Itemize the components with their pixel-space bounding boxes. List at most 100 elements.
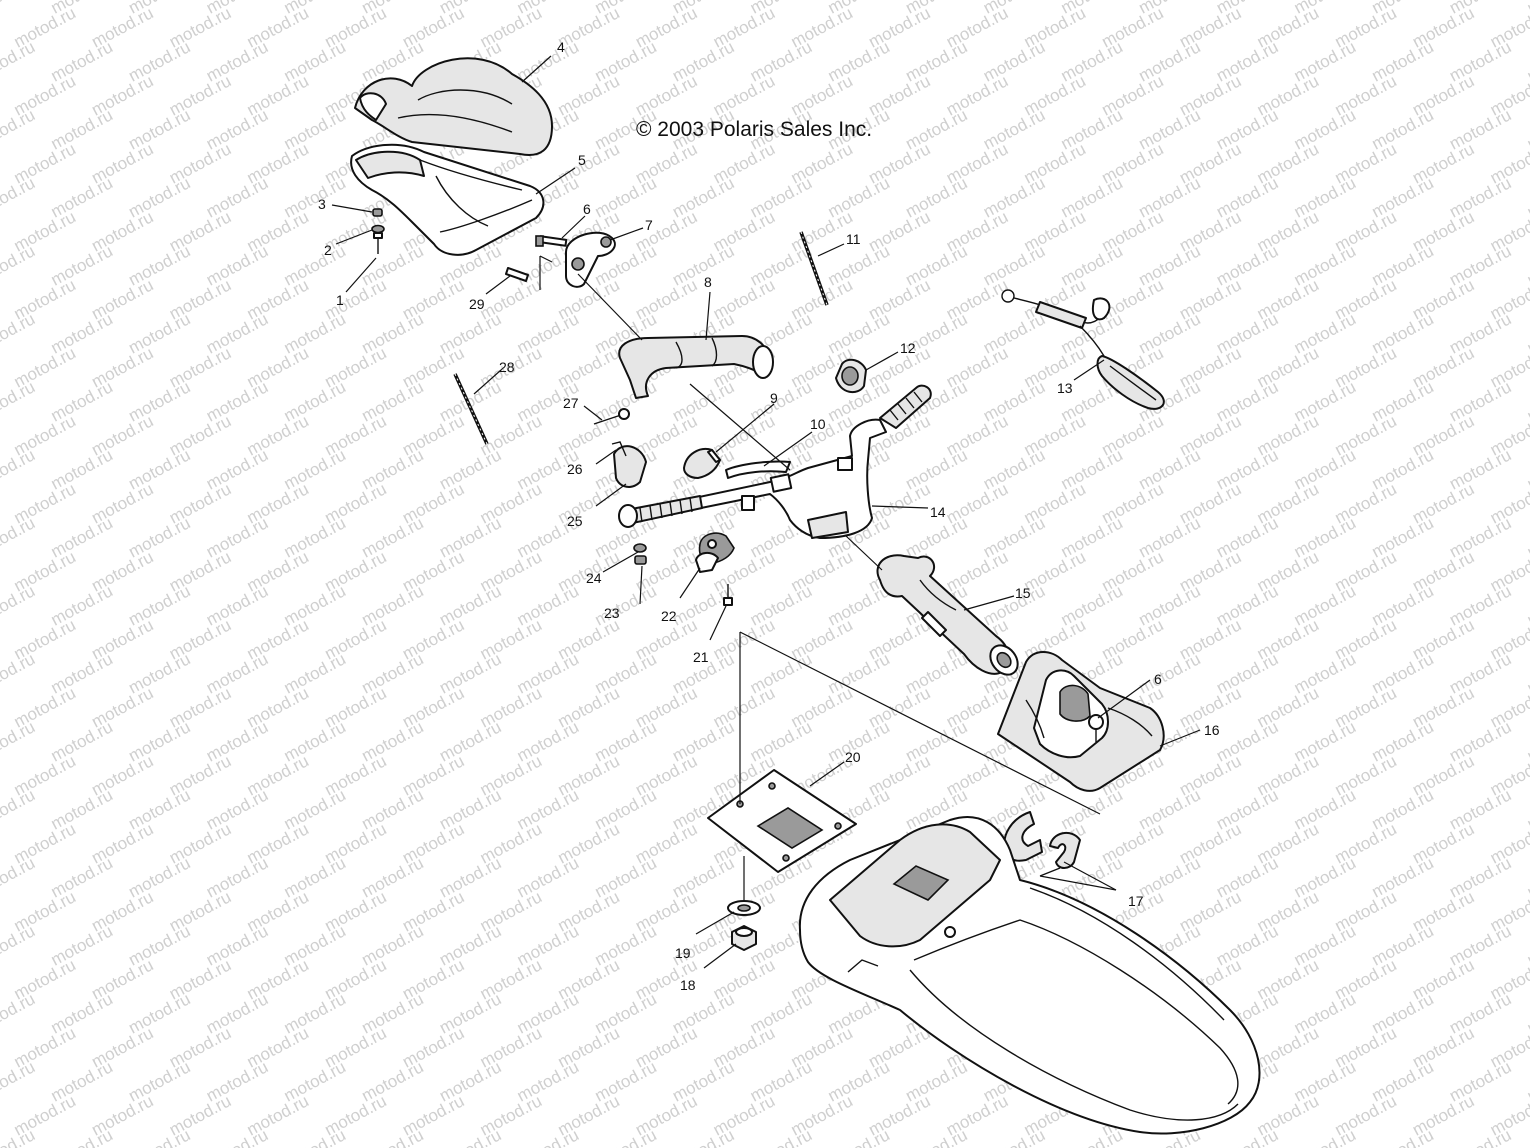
watermark-text: motod.ru <box>203 1125 271 1148</box>
callout-6-lower: 6 <box>1154 671 1162 687</box>
callout-14: 14 <box>930 504 946 520</box>
watermark-text: motod.ru <box>1524 921 1530 969</box>
watermark-text: motod.ru <box>1524 445 1530 493</box>
watermark-text: motod.ru <box>0 683 1 731</box>
watermark-text: motod.ru <box>0 751 1 799</box>
part-22-switch-housing <box>695 532 735 573</box>
callout-1: 1 <box>336 292 344 308</box>
watermark-text: motod.ru <box>747 1125 815 1148</box>
watermark-text: motod.ru <box>0 105 38 153</box>
part-11-cable <box>799 231 829 306</box>
watermark-text: motod.ru <box>1369 1125 1437 1148</box>
callout-11: 11 <box>846 231 861 247</box>
watermark-text: motod.ru <box>0 649 38 697</box>
callout-20: 20 <box>845 749 861 765</box>
hull-console <box>798 815 1261 1135</box>
callout-29: 29 <box>469 296 485 312</box>
part-13-lanyard <box>1001 289 1165 410</box>
watermark-text: motod.ru <box>1524 1125 1530 1148</box>
callout-8: 8 <box>704 274 712 290</box>
watermark-text: motod.ru <box>125 1125 193 1148</box>
part-18-nut <box>731 925 757 951</box>
watermark-text: motod.ru <box>0 37 38 85</box>
part-19-washer <box>727 900 761 916</box>
watermark-text: motod.ru <box>0 207 1 255</box>
callout-24: 24 <box>586 570 602 586</box>
watermark-text: motod.ru <box>436 1125 504 1148</box>
part-29-pin <box>505 267 529 282</box>
watermark-text: motod.ru <box>0 241 38 289</box>
callout-7: 7 <box>645 217 653 233</box>
watermark-text: motod.ru <box>0 71 1 119</box>
callout-12: 12 <box>900 340 916 356</box>
watermark-text: motod.ru <box>48 1125 116 1148</box>
watermark-text: motod.ru <box>1524 37 1530 85</box>
part-9-throttle-cover <box>683 448 721 479</box>
watermark-text: motod.ru <box>281 1125 349 1148</box>
watermark-text: motod.ru <box>0 785 38 833</box>
watermark-text: motod.ru <box>0 445 38 493</box>
callout-18: 18 <box>680 977 696 993</box>
part-14-handlebar <box>618 384 932 539</box>
callout-3: 3 <box>318 196 326 212</box>
watermark-text: motod.ru <box>1524 785 1530 833</box>
watermark-text: motod.ru <box>0 309 38 357</box>
watermark-text: motod.ru <box>0 581 38 629</box>
callout-13: 13 <box>1057 380 1073 396</box>
callout-4: 4 <box>557 39 565 55</box>
part-7-clamp-bracket <box>565 231 616 288</box>
watermark-text: motod.ru <box>0 819 1 867</box>
watermark-text: motod.ru <box>0 615 1 663</box>
callout-15: 15 <box>1015 585 1031 601</box>
callout-10: 10 <box>810 416 826 432</box>
callout-leaders <box>331 55 1201 969</box>
watermark-text: motod.ru <box>1524 241 1530 289</box>
watermark-text: motod.ru <box>0 275 1 323</box>
part-3-nut <box>372 208 383 217</box>
watermark-text: motod.ru <box>1524 309 1530 357</box>
part-24-washer <box>633 543 647 553</box>
watermark-text: motod.ru <box>0 1023 1 1071</box>
part-21-screw <box>723 584 733 606</box>
watermark-text: motod.ru <box>0 1057 38 1105</box>
part-12-grip-cap <box>835 358 867 394</box>
part-8-bent-tube <box>618 335 774 399</box>
assembly-guide-lines <box>539 255 1101 900</box>
watermark-text: motod.ru <box>1524 717 1530 765</box>
watermark-text: motod.ru <box>0 0 38 18</box>
part-2-washer <box>371 224 385 234</box>
part-20-mounting-plate <box>707 769 857 873</box>
part-28-cable <box>453 373 489 445</box>
watermark-text: motod.ru <box>0 3 1 51</box>
watermark-text: motod.ru <box>1524 377 1530 425</box>
watermark-text: motod.ru <box>1524 513 1530 561</box>
part-27-pin <box>593 408 630 425</box>
watermark-text: motod.ru <box>0 411 1 459</box>
part-23-nut <box>634 555 647 565</box>
watermark-text: motod.ru <box>1291 1125 1359 1148</box>
watermark-text: motod.ru <box>0 717 38 765</box>
part-1-screw <box>373 232 383 254</box>
watermark-text: motod.ru <box>0 139 1 187</box>
callout-6-upper: 6 <box>583 201 591 217</box>
watermark-text: motod.ru <box>514 1125 582 1148</box>
watermark-text: motod.ru <box>358 1125 426 1148</box>
callout-2: 2 <box>324 242 332 258</box>
callout-5: 5 <box>578 152 586 168</box>
watermark-text: motod.ru <box>0 479 1 527</box>
part-6-bolt-upper <box>535 235 568 247</box>
watermark-text: motod.ru <box>592 1125 660 1148</box>
callout-28: 28 <box>499 359 515 375</box>
part-4-pad-cover <box>354 57 553 156</box>
watermark-text: motod.ru <box>1213 1125 1281 1148</box>
watermark-text: motod.ru <box>0 547 1 595</box>
watermark-text: motod.ru <box>0 955 1 1003</box>
watermark-text: motod.ru <box>902 1125 970 1148</box>
watermark-text: motod.ru <box>0 989 38 1037</box>
part-16-steering-housing <box>997 651 1165 792</box>
watermark-text: motod.ru <box>0 1091 1 1139</box>
part-15-steering-shaft <box>876 554 1019 676</box>
watermark-text: motod.ru <box>1524 105 1530 153</box>
watermark-text: motod.ru <box>1524 173 1530 221</box>
